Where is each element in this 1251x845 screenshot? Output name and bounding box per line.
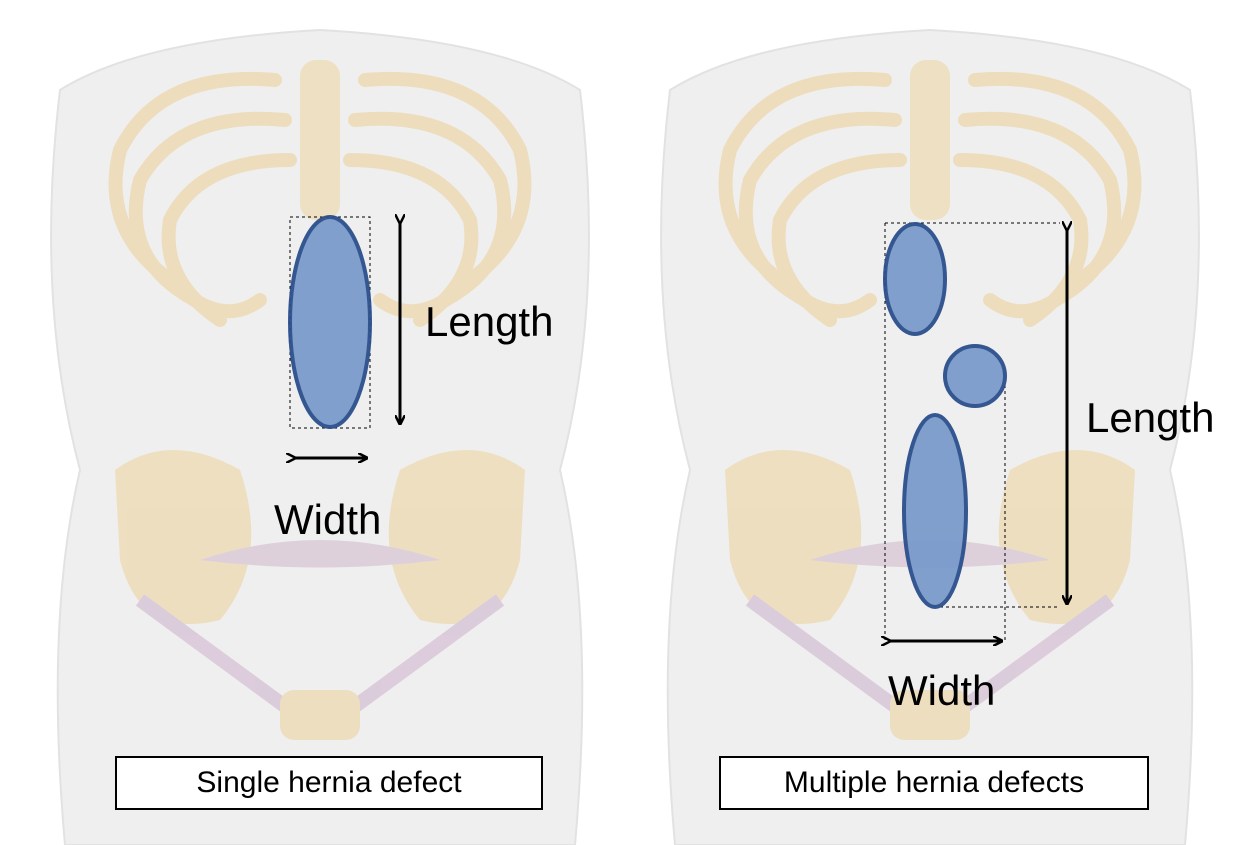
pelvis bbox=[115, 450, 525, 740]
hernia-defect-1 bbox=[883, 222, 947, 336]
caption-single: Single hernia defect bbox=[115, 756, 543, 810]
width-label: Width bbox=[888, 667, 996, 714]
hernia-defect-3 bbox=[902, 413, 968, 609]
torso-illustration-left bbox=[50, 28, 590, 845]
hernia-defect-2 bbox=[943, 344, 1007, 408]
width-label: Width bbox=[274, 496, 382, 543]
length-label: Length bbox=[1086, 394, 1215, 441]
torso-illustration-right bbox=[660, 28, 1200, 845]
sternum bbox=[300, 60, 340, 220]
hernia-defect bbox=[288, 215, 372, 429]
single-defect-panel: Length Width Single hernia defect bbox=[20, 0, 620, 845]
length-label: Length bbox=[425, 298, 554, 345]
rib-cage bbox=[108, 71, 532, 327]
multiple-defects-panel: Length Width Multiple hernia defects bbox=[630, 0, 1230, 845]
sternum bbox=[910, 60, 950, 220]
rib-cage bbox=[718, 71, 1142, 327]
caption-multiple: Multiple hernia defects bbox=[719, 756, 1149, 810]
